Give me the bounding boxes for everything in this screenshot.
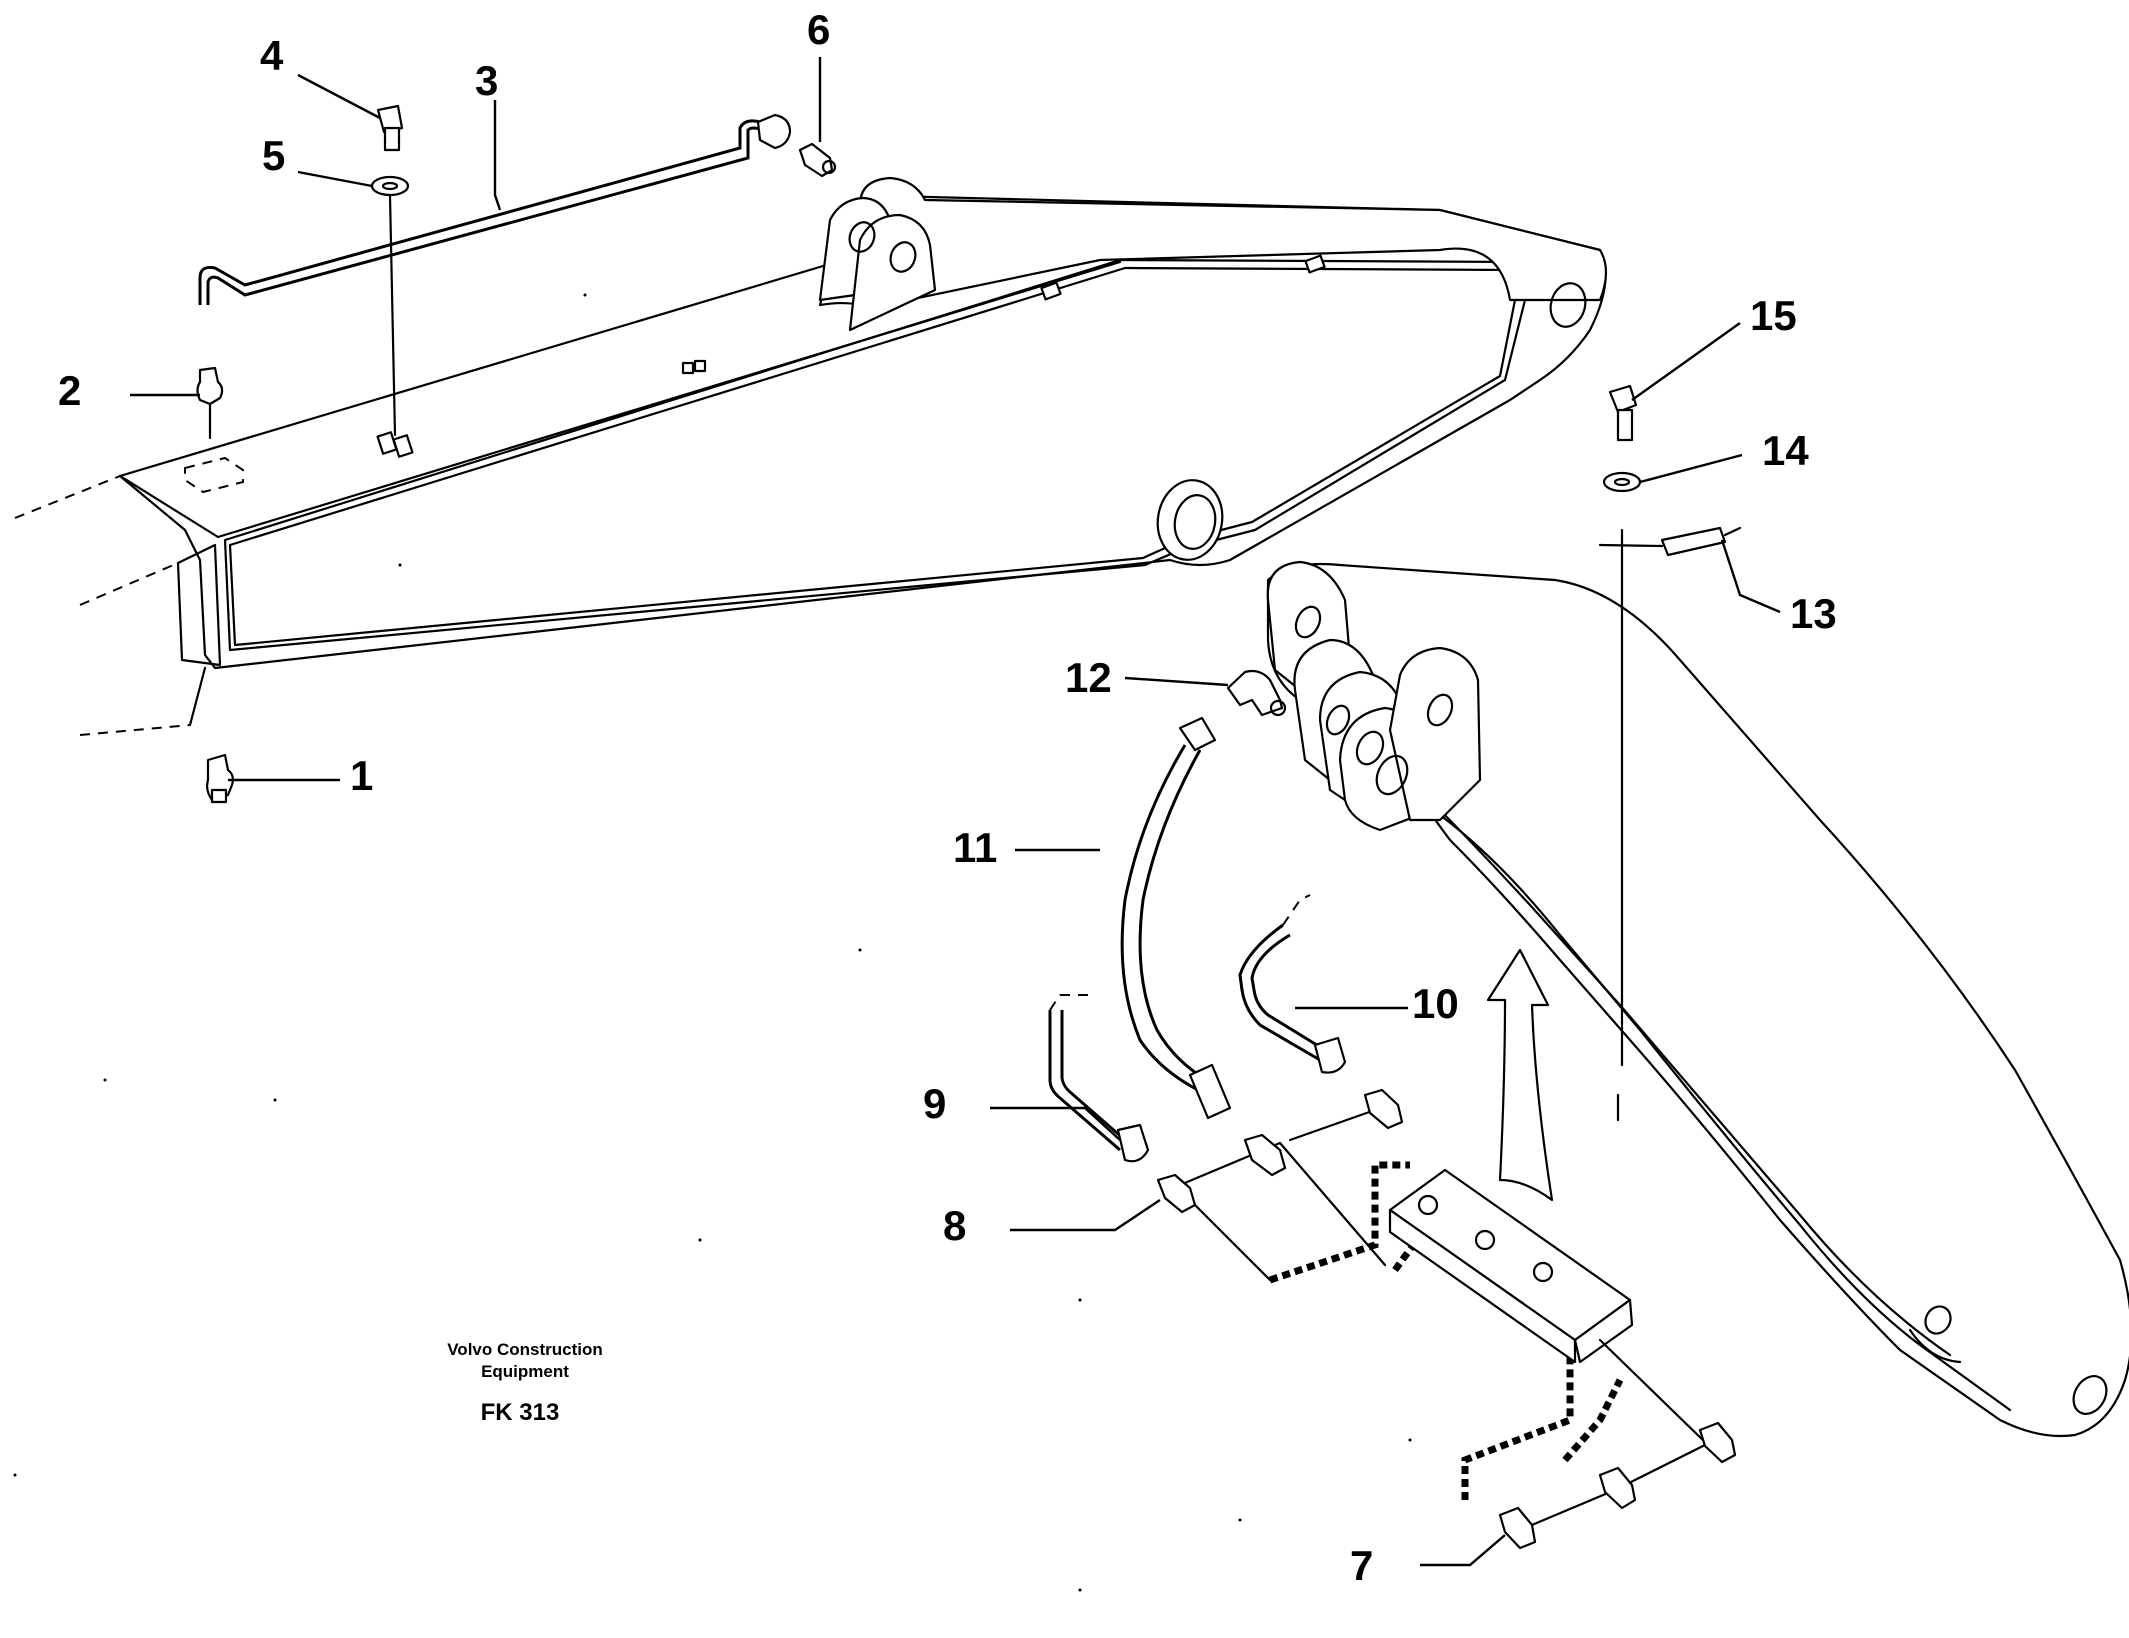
lube-tube-3 [198, 113, 792, 305]
figure-code: FK 313 [481, 1399, 560, 1426]
callout-9: 9 [923, 1080, 946, 1127]
fitting-7c [1698, 1421, 1737, 1464]
callout-1: 1 [350, 752, 373, 799]
stick-arm [1266, 560, 2129, 1438]
callout-labels: 1 2 3 4 5 6 7 8 9 10 11 12 13 14 15 [58, 6, 1837, 1589]
fitting-7b [1598, 1466, 1637, 1510]
boom [14, 176, 1608, 736]
hose-11 [1120, 716, 1232, 1120]
company-name-line1: Volvo Construction [447, 1340, 603, 1359]
callout-10: 10 [1412, 980, 1459, 1027]
distribution-block [1388, 1168, 1634, 1364]
fitting-8b [1243, 1133, 1287, 1177]
fitting-links [1178, 528, 1710, 1532]
callout-13: 13 [1790, 590, 1837, 637]
fitting-7a [1498, 1506, 1537, 1550]
callout-8: 8 [943, 1202, 966, 1249]
callout-6: 6 [807, 6, 830, 53]
up-arrow [1486, 948, 1554, 1202]
fitting-6 [798, 142, 837, 178]
elbow-12 [1226, 669, 1287, 717]
tube-9 [1048, 994, 1150, 1163]
washer-5 [370, 175, 410, 437]
leader-lines [130, 57, 1781, 1567]
fitting-1 [206, 753, 234, 804]
pin-13 [1598, 526, 1742, 557]
bolt-15 [1608, 384, 1638, 442]
callout-15: 15 [1750, 292, 1797, 339]
fitting-2 [196, 366, 224, 440]
tube-10 [1238, 894, 1347, 1074]
callout-7: 7 [1350, 1542, 1373, 1589]
company-name-line2: Equipment [481, 1362, 569, 1381]
callout-14: 14 [1762, 427, 1809, 474]
publisher-block: Volvo Construction Equipment FK 313 [447, 1340, 603, 1426]
fitting-8c [1363, 1088, 1404, 1130]
bolt-4 [376, 104, 404, 152]
fitting-8a [1156, 1173, 1197, 1214]
callout-11: 11 [953, 824, 997, 871]
callout-5: 5 [262, 132, 285, 179]
scan-specks [13, 293, 1412, 1592]
callout-12: 12 [1065, 654, 1112, 701]
callout-2: 2 [58, 367, 81, 414]
washer-14 [1602, 471, 1642, 493]
callout-4: 4 [260, 32, 284, 79]
callout-3: 3 [475, 57, 498, 104]
